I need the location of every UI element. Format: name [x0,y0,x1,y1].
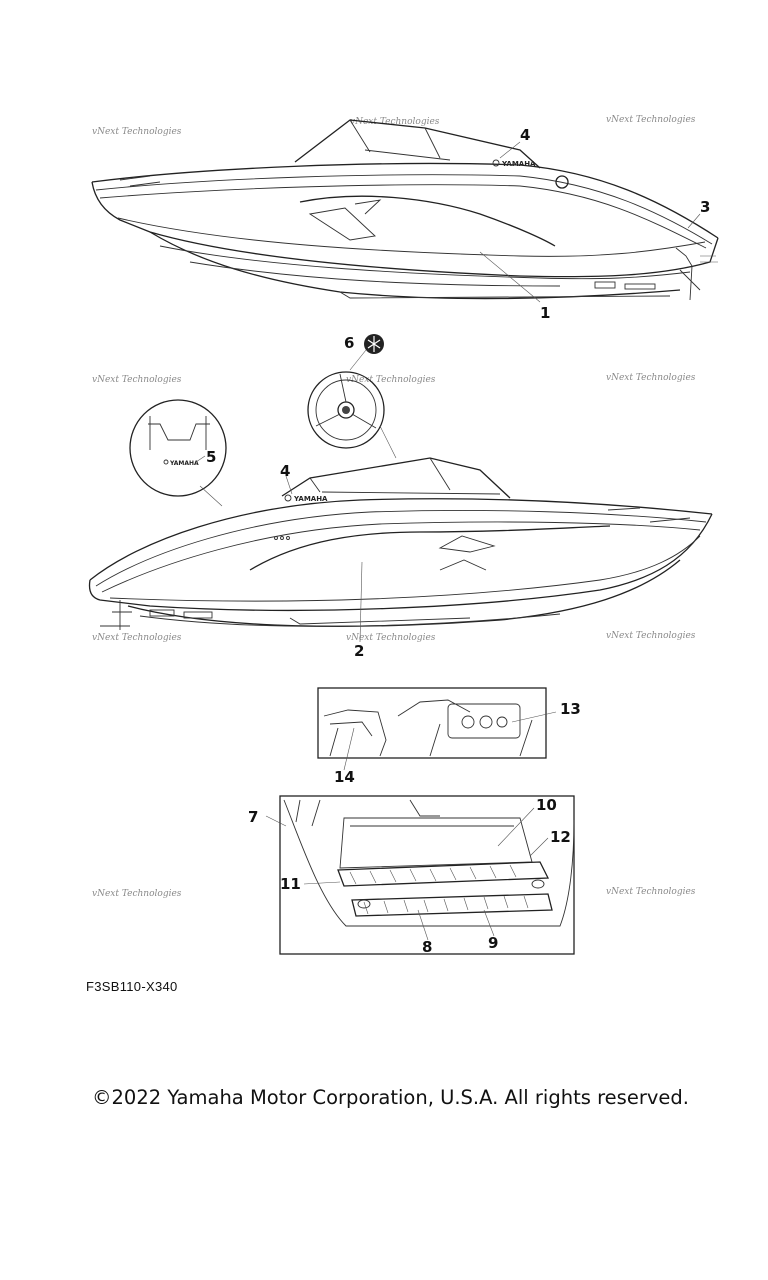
stern-platform-inset [265,795,575,955]
callout-1: 1 [540,304,550,322]
callout-8: 8 [422,938,432,956]
watermark-10: vNext Technologies [92,889,182,899]
callout-6: 6 [344,334,354,352]
callout-4-top: 4 [520,126,530,144]
watermark-1: vNext Technologies [92,127,182,137]
brand-decal-detail: YAMAHA [169,460,199,467]
watermarks: vNext Technologies vNext Technologies vN… [92,115,696,899]
callout-2: 2 [354,642,364,660]
watermark-6: vNext Technologies [606,373,696,383]
callout-14: 14 [334,768,355,786]
decal-detail-circle: YAMAHA [129,399,227,507]
boat-top-view: YAMAHA [91,119,719,303]
callout-11: 11 [280,875,301,893]
watermark-9: vNext Technologies [606,631,696,641]
diagram-code: F3SB110-X340 [86,979,178,994]
brand-decal-side: YAMAHA [293,495,328,503]
watermark-5: vNext Technologies [346,375,436,385]
watermark-2: vNext Technologies [350,117,440,127]
watermark-3: vNext Technologies [606,115,696,125]
brand-decal-top: YAMAHA [501,160,536,168]
callout-5: 5 [206,448,216,466]
callout-7: 7 [248,808,258,826]
callout-4-side: 4 [280,462,290,480]
console-inset [317,687,557,771]
watermark-11: vNext Technologies [606,887,696,897]
watermark-7: vNext Technologies [92,633,182,643]
callout-12: 12 [550,828,571,846]
callout-9: 9 [488,934,498,952]
steering-wheel-detail [307,334,397,459]
watermark-4: vNext Technologies [92,375,182,385]
callout-13: 13 [560,700,581,718]
copyright-notice: ©2022 Yamaha Motor Corporation, U.S.A. A… [92,1086,689,1109]
callout-10: 10 [536,796,557,814]
watermark-8: vNext Technologies [346,633,436,643]
boat-side-view: YAMAHA [88,457,713,643]
callout-3: 3 [700,198,710,216]
